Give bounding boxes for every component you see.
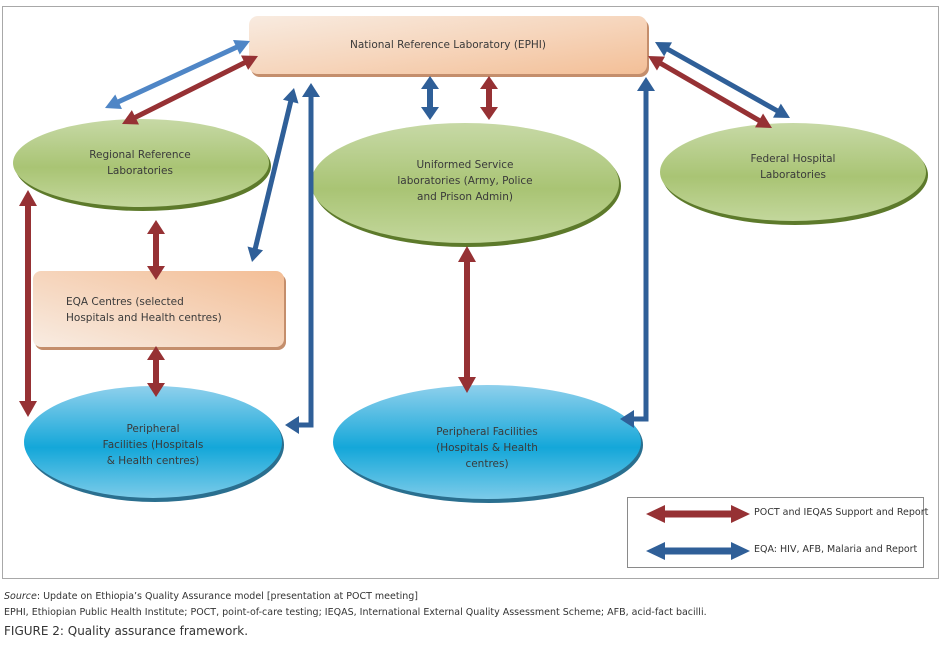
arrow-national-uniformed-blue-head-end (421, 107, 439, 120)
regional-reference-lab-node (13, 119, 271, 211)
arrow-national-peripheral-left-blue (285, 83, 320, 434)
arrow-national-federal-blue-head-start (655, 42, 672, 57)
uniformed-lab-line-1: Uniformed Service (416, 159, 514, 171)
eqa-centres-line-1: EQA Centres (selected (66, 296, 184, 308)
legend-blue-arrow (646, 542, 750, 560)
federal-lab-label: Federal Hospital Laboratories (693, 151, 893, 183)
figure-label: FIGURE 2: (4, 624, 64, 638)
legend-arrows (646, 505, 750, 560)
arrow-national-uniformed-red-head-end (480, 107, 498, 120)
legend-blue-arrow-head-start (646, 542, 665, 560)
arrow-national-regional-blue-head-start (105, 94, 122, 109)
federal-lab-line-2: Laboratories (760, 169, 826, 181)
arrows-layer (19, 40, 790, 434)
arrow-national-federal-red-head-end (755, 113, 772, 128)
peripheral-left-line-3: & Health centres) (106, 455, 200, 467)
uniformed-service-lab-node (311, 123, 621, 247)
arrow-national-federal-red-head-start (648, 56, 665, 71)
regional-lab-label: Regional Reference Laboratories (40, 147, 240, 179)
peripheral-left-label: Peripheral Facilities (Hospitals & Healt… (73, 421, 233, 469)
legend-red-label: POCT and IEQAS Support and Report (754, 507, 929, 518)
arrow-national-federal-blue (655, 42, 790, 118)
national-lab-text: National Reference Laboratory (EPHI) (350, 39, 546, 51)
arrow-regional-peripheral-red-head-end (19, 401, 37, 417)
arrow-national-uniformed-red (480, 76, 498, 120)
arrow-regional-eqa-red (147, 220, 165, 280)
peripheral-right-line-2: (Hospitals & Health (436, 442, 538, 454)
federal-hospital-lab-node (660, 123, 928, 225)
regional-lab-line-1: Regional Reference (89, 149, 191, 161)
peripheral-right-label: Peripheral Facilities (Hospitals & Healt… (397, 424, 577, 472)
arrow-national-uniformed-red-head-start (480, 76, 498, 89)
arrow-regional-peripheral-red-head-start (19, 190, 37, 206)
peripheral-right-line-3: centres) (465, 458, 509, 470)
arrow-national-federal-blue-head-end (773, 103, 790, 118)
legend: POCT and IEQAS Support and Report EQA: H… (627, 497, 928, 568)
figure-caption: FIGURE 2: Quality assurance framework. (4, 624, 248, 638)
peripheral-facilities-left-node (24, 386, 284, 502)
figure-title: Quality assurance framework. (63, 624, 249, 638)
arrow-uniformed-peripheral-red (458, 246, 476, 393)
legend-red-arrow-icon (646, 505, 750, 523)
legend-blue-arrow-icon (646, 542, 750, 560)
legend-red-arrow-head-end (731, 505, 750, 523)
arrow-eqa-peripheral-red-head-start (147, 346, 165, 360)
regional-lab-line-2: Laboratories (107, 165, 173, 177)
arrow-national-peripheral-left-blue-shaft (298, 96, 314, 428)
legend-blue-label: EQA: HIV, AFB, Malaria and Report (754, 544, 918, 555)
arrow-national-peripheral-left-blue-head-end (285, 416, 299, 434)
source-caption: Source: Update on Ethiopia’s Quality Ass… (4, 591, 418, 602)
legend-blue-arrow-head-end (731, 542, 750, 560)
arrow-national-eqa-blue (247, 88, 299, 262)
arrow-national-regional-blue-shaft (116, 44, 239, 105)
eqa-centres-label: EQA Centres (selected Hospitals and Heal… (66, 294, 286, 326)
arrow-national-peripheral-left-blue-head-start (302, 83, 320, 97)
eqa-centres-line-2: Hospitals and Health centres) (66, 312, 222, 324)
uniformed-lab-line-2: laboratories (Army, Police (397, 175, 533, 187)
eqa-centres-node (33, 271, 286, 350)
peripheral-facilities-right-node (333, 385, 643, 503)
federal-lab-line-1: Federal Hospital (750, 153, 836, 165)
arrow-regional-peripheral-red (19, 190, 37, 417)
arrow-regional-eqa-red-head-end (147, 266, 165, 280)
arrow-national-eqa-blue-shaft (252, 100, 294, 250)
arrow-national-peripheral-right-blue-head-end (620, 410, 634, 428)
uniformed-lab-label: Uniformed Service laboratories (Army, Po… (360, 157, 570, 205)
arrow-national-uniformed-blue-head-start (421, 76, 439, 89)
arrow-national-regional-red-shaft (133, 60, 247, 120)
arrow-national-regional-red-head-start (122, 110, 139, 125)
arrow-national-peripheral-right-blue-head-start (637, 77, 655, 91)
national-reference-lab-node (249, 16, 649, 77)
source-text: : Update on Ethiopia’s Quality Assurance… (36, 591, 418, 602)
legend-red-arrow-head-start (646, 505, 665, 523)
arrow-national-peripheral-right-blue (620, 77, 655, 428)
arrow-national-federal-red-shaft (658, 60, 762, 124)
arrow-regional-eqa-red-head-start (147, 220, 165, 234)
arrow-national-regional-blue-head-end (233, 40, 250, 55)
arrow-eqa-peripheral-red-head-end (147, 383, 165, 397)
arrow-national-eqa-blue-head-end (247, 246, 264, 262)
national-lab-label: National Reference Laboratory (EPHI) (249, 37, 647, 53)
arrow-national-eqa-blue-head-start (282, 88, 299, 104)
arrow-national-uniformed-blue (421, 76, 439, 120)
abbreviations-caption: EPHI, Ethiopian Public Health Institute;… (4, 607, 707, 618)
arrow-national-peripheral-right-blue-shaft (633, 90, 649, 422)
arrow-uniformed-peripheral-red-head-end (458, 377, 476, 393)
arrow-eqa-peripheral-red (147, 346, 165, 397)
arrow-uniformed-peripheral-red-head-start (458, 246, 476, 262)
arrow-national-regional-red (122, 55, 258, 125)
peripheral-left-line-1: Peripheral (126, 423, 180, 435)
arrow-national-federal-blue-shaft (665, 46, 780, 114)
arrow-national-regional-red-head-end (241, 55, 258, 70)
peripheral-left-line-2: Facilities (Hospitals (102, 439, 204, 451)
peripheral-right-line-1: Peripheral Facilities (436, 426, 538, 438)
source-label: Source (4, 591, 37, 602)
arrow-national-federal-red (648, 56, 772, 128)
arrow-national-regional-blue (105, 40, 250, 109)
legend-red-arrow (646, 505, 750, 523)
uniformed-lab-line-3: and Prison Admin) (417, 191, 513, 203)
